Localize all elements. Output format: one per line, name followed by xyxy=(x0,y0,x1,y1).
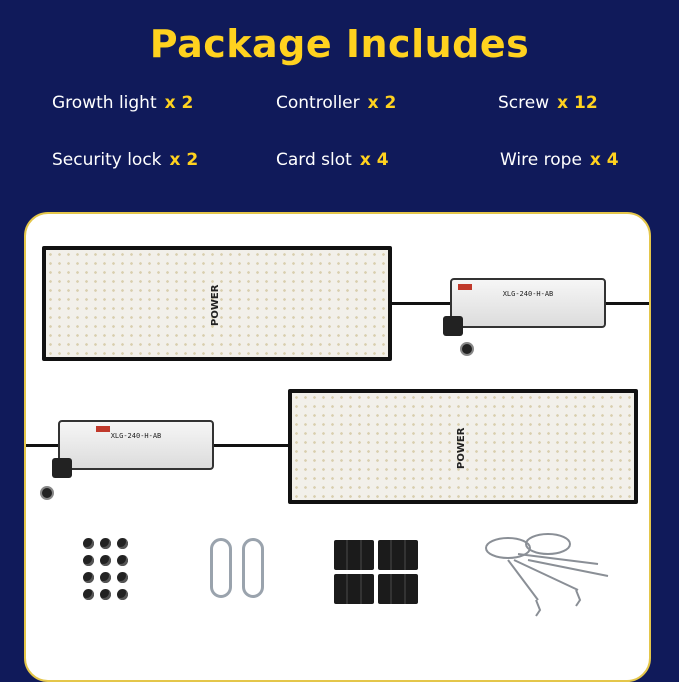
led-driver: XLG-240-H-AB xyxy=(58,420,214,470)
item-qty: x 2 xyxy=(164,93,194,113)
screw-icon xyxy=(117,572,128,583)
item-qty: x 4 xyxy=(359,150,389,170)
card-slot-icon xyxy=(378,574,418,604)
power-cable xyxy=(606,302,649,305)
item-label: Screw xyxy=(498,93,550,113)
brand-logo: POWER xyxy=(456,427,467,469)
page-title: Package Includes xyxy=(149,22,530,66)
item-wire-rope: Wire rope x 4 xyxy=(500,150,619,170)
dimmer-knob xyxy=(460,342,474,356)
item-label: Wire rope xyxy=(500,150,582,170)
card-slot-icon xyxy=(334,574,374,604)
screw-icon xyxy=(100,572,111,583)
screw-icon xyxy=(83,555,94,566)
item-controller: Controller x 2 xyxy=(276,93,396,113)
screw-icon xyxy=(83,538,94,549)
screw-icon xyxy=(83,589,94,600)
led-driver: XLG-240-H-AB xyxy=(450,278,606,328)
item-growth-light: Growth light x 2 xyxy=(52,93,193,113)
item-label: Card slot xyxy=(276,150,352,170)
item-label: Security lock xyxy=(52,150,162,170)
dimmer-knob xyxy=(40,486,54,500)
brand-logo: POWER xyxy=(210,284,221,326)
led-array xyxy=(46,250,388,357)
screw-icon xyxy=(83,572,94,583)
power-cable xyxy=(392,302,452,305)
dimmer-box xyxy=(52,458,72,478)
item-qty: x 12 xyxy=(557,93,598,113)
item-qty: x 2 xyxy=(169,150,199,170)
dimmer-box xyxy=(443,316,463,336)
product-photo-panel: POWER XLG-240-H-AB POWER XLG-240-H-AB xyxy=(24,212,651,682)
item-label: Controller xyxy=(276,93,360,113)
carabiner-icon xyxy=(210,538,232,598)
item-label: Growth light xyxy=(52,93,157,113)
screw-icon xyxy=(117,555,128,566)
grow-light-panel: POWER xyxy=(288,389,638,504)
led-array xyxy=(292,393,634,500)
item-qty: x 2 xyxy=(367,93,397,113)
power-cable xyxy=(26,444,60,447)
item-card-slot: Card slot x 4 xyxy=(276,150,389,170)
screw-icon xyxy=(117,589,128,600)
screw-icon xyxy=(100,555,111,566)
card-slot-icon xyxy=(378,540,418,570)
grow-light-panel: POWER xyxy=(42,246,392,361)
item-security-lock: Security lock x 2 xyxy=(52,150,198,170)
card-slot-icon xyxy=(334,540,374,570)
driver-badge xyxy=(458,284,472,290)
carabiner-icon xyxy=(242,538,264,598)
screw-icon xyxy=(100,538,111,549)
driver-model: XLG-240-H-AB xyxy=(502,290,554,298)
screw-icon xyxy=(117,538,128,549)
screw-icon xyxy=(100,589,111,600)
driver-badge xyxy=(96,426,110,432)
wire-rope-icon xyxy=(485,533,609,617)
power-cable xyxy=(214,444,290,447)
driver-model: XLG-240-H-AB xyxy=(110,432,162,440)
item-qty: x 4 xyxy=(589,150,619,170)
item-screw: Screw x 12 xyxy=(498,93,598,113)
